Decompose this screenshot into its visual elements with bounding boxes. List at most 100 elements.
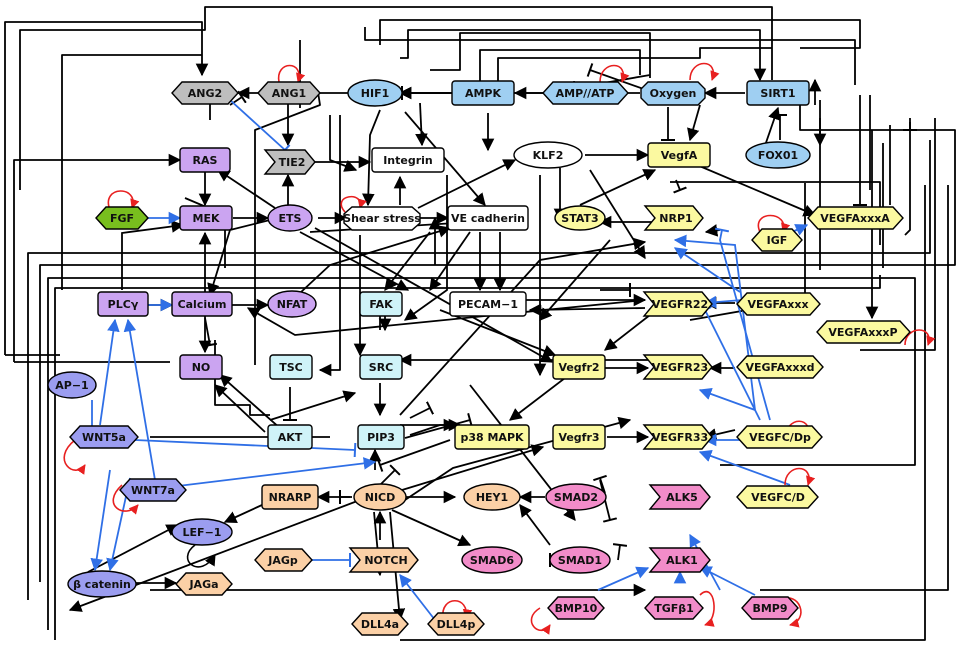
octagon-icon bbox=[343, 206, 421, 231]
rectangle-icon bbox=[171, 291, 233, 317]
wnt5a-label: WNT5a bbox=[82, 431, 126, 444]
sirt1-node[interactable]: SIRT1 bbox=[746, 80, 810, 106]
mek-node[interactable]: MEK bbox=[179, 205, 233, 231]
lef1-label: LEF−1 bbox=[183, 526, 222, 539]
rectangle-icon bbox=[179, 147, 231, 173]
p38-node[interactable]: p38 MAPK bbox=[454, 424, 530, 450]
vegfr22-label: VEGFR22 bbox=[652, 298, 708, 311]
vegfcd-node[interactable]: VEGFC/D bbox=[736, 485, 819, 509]
hexagon-icon bbox=[751, 228, 803, 252]
pecam-node[interactable]: PECAM−1 bbox=[449, 291, 527, 317]
dll4a-node[interactable]: DLL4a bbox=[351, 612, 409, 636]
nicd-node[interactable]: NICD bbox=[353, 483, 407, 511]
jagp-node[interactable]: JAGp bbox=[254, 548, 313, 572]
vegfr2-label: Vegfr2 bbox=[558, 361, 599, 374]
bmp9-label: BMP9 bbox=[752, 602, 787, 615]
dll4p-node[interactable]: DLL4p bbox=[427, 612, 485, 636]
integrin-node[interactable]: Integrin bbox=[371, 147, 445, 173]
vegfr23-node[interactable]: VEGFR23 bbox=[642, 354, 713, 380]
ang2-label: ANG2 bbox=[188, 87, 222, 100]
ellipse-icon bbox=[554, 205, 606, 231]
tie2-node[interactable]: TIE2 bbox=[263, 149, 316, 175]
fak-node[interactable]: FAK bbox=[359, 291, 403, 317]
pip3-node[interactable]: PIP3 bbox=[357, 424, 405, 450]
rectangle-icon bbox=[357, 424, 405, 450]
tgfb1-node[interactable]: TGFβ1 bbox=[644, 596, 704, 620]
vegfcdp-node[interactable]: VEGFC/Dp bbox=[736, 425, 823, 449]
stat3-node[interactable]: STAT3 bbox=[554, 205, 606, 231]
vegfaxxxa-label: VEGFAxxxA bbox=[820, 212, 890, 225]
ang2-node[interactable]: ANG2 bbox=[171, 81, 239, 105]
smad6-node[interactable]: SMAD6 bbox=[461, 546, 523, 574]
oxygen-node[interactable]: Oxygen bbox=[640, 81, 706, 106]
tsc-node[interactable]: TSC bbox=[269, 354, 313, 380]
alk5-node[interactable]: ALK5 bbox=[648, 484, 711, 510]
fox01-node[interactable]: FOX01 bbox=[745, 141, 811, 169]
lef1-node[interactable]: LEF−1 bbox=[171, 518, 233, 546]
amp-atp-node[interactable]: AMP//ATP bbox=[542, 81, 629, 105]
vegfr3-node[interactable]: Vegfr3 bbox=[552, 424, 606, 450]
vegfr22-node[interactable]: VEGFR22 bbox=[642, 291, 713, 317]
vecad-node[interactable]: VE cadherin bbox=[447, 205, 529, 231]
notch-node[interactable]: NOTCH bbox=[348, 547, 419, 573]
stat3-label: STAT3 bbox=[561, 212, 598, 225]
hexagon-icon bbox=[547, 596, 605, 620]
akt-node[interactable]: AKT bbox=[267, 424, 313, 450]
integrin-label: Integrin bbox=[383, 154, 433, 167]
p38-label: p38 MAPK bbox=[460, 431, 524, 444]
ap1-node[interactable]: AP−1 bbox=[47, 371, 97, 399]
mek-label: MEK bbox=[193, 212, 220, 225]
alk1-node[interactable]: ALK1 bbox=[648, 547, 711, 573]
igf-node[interactable]: IGF bbox=[751, 228, 803, 252]
alk5-label: ALK5 bbox=[666, 491, 698, 504]
bmp9-node[interactable]: BMP9 bbox=[741, 596, 799, 620]
nrarp-label: NRARP bbox=[269, 491, 312, 504]
nrp1-node[interactable]: NRP1 bbox=[643, 205, 704, 231]
rectangle-icon bbox=[267, 424, 313, 450]
wnt5a-node[interactable]: WNT5a bbox=[69, 425, 139, 449]
hexagon-icon bbox=[254, 548, 313, 572]
vegfaxxxd-node[interactable]: VEGFAxxxd bbox=[736, 355, 824, 379]
vegfaxxx-node[interactable]: VEGFAxxx bbox=[736, 292, 821, 316]
hey1-node[interactable]: HEY1 bbox=[463, 483, 521, 511]
ellipse-icon bbox=[545, 483, 607, 511]
ets-node[interactable]: ETS bbox=[267, 204, 313, 232]
rectangle-icon bbox=[97, 291, 149, 317]
klf2-node[interactable]: KLF2 bbox=[513, 141, 583, 169]
wnt7a-node[interactable]: WNT7a bbox=[119, 478, 187, 502]
nfat-label: NFAT bbox=[277, 298, 308, 311]
smad1-node[interactable]: SMAD1 bbox=[549, 546, 611, 574]
nfat-node[interactable]: NFAT bbox=[267, 290, 317, 318]
shear-node[interactable]: Shear stress bbox=[343, 206, 421, 231]
vegfr3-label: Vegfr3 bbox=[558, 431, 599, 444]
hexagon-icon bbox=[257, 81, 321, 105]
smad2-node[interactable]: SMAD2 bbox=[545, 483, 607, 511]
smad6-label: SMAD6 bbox=[470, 554, 515, 567]
nicd-label: NICD bbox=[365, 491, 396, 504]
nrarp-node[interactable]: NRARP bbox=[261, 484, 319, 510]
ampk-node[interactable]: AMPK bbox=[451, 80, 515, 106]
rectangle-icon bbox=[449, 291, 527, 317]
vegfa-node[interactable]: VegfA bbox=[647, 142, 711, 168]
bmp10-node[interactable]: BMP10 bbox=[547, 596, 605, 620]
ellipse-icon bbox=[353, 483, 407, 511]
vegfr2-node[interactable]: Vegfr2 bbox=[552, 354, 606, 380]
plcy-node[interactable]: PLCγ bbox=[97, 291, 149, 317]
vegfaxxxp-node[interactable]: VEGFAxxxP bbox=[816, 320, 911, 344]
src-node[interactable]: SRC bbox=[359, 354, 403, 380]
hif1-label: HIF1 bbox=[361, 87, 389, 100]
ang1-node[interactable]: ANG1 bbox=[257, 81, 321, 105]
hif1-node[interactable]: HIF1 bbox=[347, 79, 403, 107]
jaga-node[interactable]: JAGa bbox=[175, 572, 233, 596]
bcat-node[interactable]: β catenin bbox=[67, 570, 137, 598]
arrow-pentagon-icon bbox=[643, 205, 704, 231]
ras-node[interactable]: RAS bbox=[179, 147, 231, 173]
hexagon-icon bbox=[171, 81, 239, 105]
no-node[interactable]: NO bbox=[179, 354, 223, 380]
fgf-node[interactable]: FGF bbox=[95, 206, 149, 230]
vegfr33-node[interactable]: VEGFR33 bbox=[642, 424, 713, 450]
vegfaxxxa-node[interactable]: VEGFAxxxA bbox=[807, 206, 904, 230]
vegfr23-label: VEGFR23 bbox=[652, 361, 708, 374]
calcium-node[interactable]: Calcium bbox=[171, 291, 233, 317]
